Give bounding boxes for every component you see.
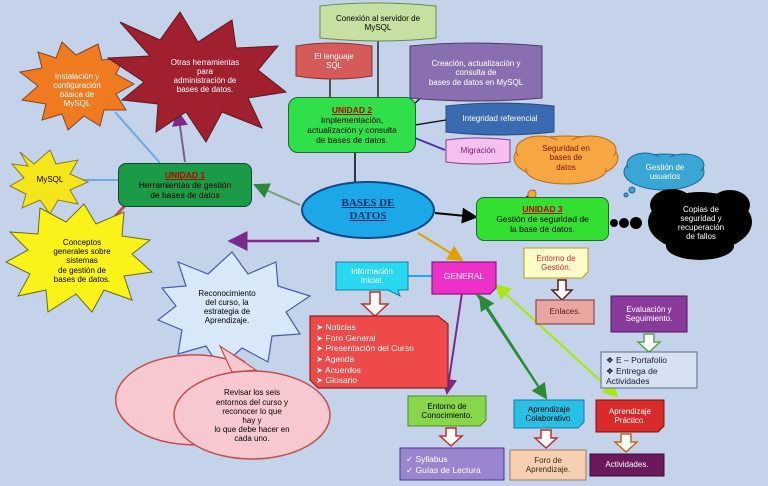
entorno-conocimiento-label: Entorno de Conocimiento. — [421, 401, 473, 420]
eval-list-item: ❖ E – Portafolio — [606, 355, 694, 366]
center-line1: BASES DE — [341, 197, 395, 210]
eval-list: ❖ E – Portafolio❖ Entrega de Actividades — [606, 355, 694, 387]
conceptos-burst — [4, 203, 154, 313]
conoc-list-item: ✓ Guías de Lectura — [406, 465, 502, 476]
info-list-bullet-icon: ➤ — [316, 375, 326, 386]
reconocimiento-burst — [156, 251, 312, 369]
conexion-banner — [319, 2, 437, 42]
gestion-usuarios-label: Gestión de usuarios — [645, 162, 685, 181]
actividades-label: Actividades. — [605, 460, 649, 470]
info-list-item-text: Foro General — [325, 332, 376, 343]
center-line2: DATOS — [349, 210, 387, 222]
eval-list-box — [600, 351, 698, 389]
unidad2-text: Implementación, actualización y consulta… — [307, 114, 397, 146]
info-inicial-label: Información Inicial. — [351, 266, 393, 285]
conceptos-label: Conceptos generales sobre sistemas de ge… — [53, 238, 111, 284]
unidad3-box[interactable]: UNIDAD 3 Gestión de seguridad de la base… — [476, 197, 609, 241]
migracion-label: Migración — [460, 146, 496, 156]
actividades-box — [589, 453, 665, 477]
entorno-gestion-box — [523, 247, 589, 279]
info-list-item: ➤ Noticias — [316, 322, 444, 333]
instalacion-label: Instalación y configuración básica de My… — [53, 71, 101, 109]
unidad2-title: UNIDAD 2 — [331, 104, 373, 115]
info-list-bullet-icon: ➤ — [316, 343, 326, 354]
info-list-bullet-icon: ➤ — [316, 332, 326, 343]
info-list-item: ➤ Acuerdos — [316, 365, 444, 376]
info-list-bullet-icon: ➤ — [316, 322, 326, 332]
foro-aprendizaje-box — [509, 449, 587, 481]
unidad1-box[interactable]: UNIDAD 1 Herramientas de gestión de base… — [118, 163, 252, 207]
conoc-list-item-text: Syllabus — [415, 454, 448, 464]
info-inicial-callout — [335, 261, 409, 297]
info-list-item-text: Glosario — [325, 375, 358, 386]
creacion-banner — [409, 42, 543, 102]
eval-list-item-text: E – Portafolio — [615, 355, 668, 365]
migracion-banner — [445, 137, 511, 165]
center-ellipse — [301, 181, 435, 239]
enlaces-box — [535, 299, 595, 325]
center-label[interactable]: BASES DE DATOS — [318, 192, 418, 228]
aprendizaje-colab-label: Aprendizaje Colaborativo. — [525, 404, 573, 423]
info-list-item: ➤ Foro General — [316, 333, 444, 344]
unidad3-text: Gestión de seguridad de la base de datos… — [496, 213, 589, 234]
info-list-bullet-icon: ➤ — [316, 364, 326, 375]
mysql-burst — [8, 149, 90, 215]
info-list-bullet-icon: ➤ — [316, 353, 326, 364]
info-list-item: ➤ Glosario — [316, 375, 444, 386]
unidad2-box[interactable]: UNIDAD 2 Implementación, actualización y… — [288, 97, 416, 153]
seguridad-label: Seguridad en bases de datos — [542, 144, 590, 172]
info-list-item-text: Agenda — [325, 353, 355, 364]
general-box — [431, 261, 497, 295]
info-list-item: ➤ Agenda — [316, 354, 444, 365]
conoc-list-item: ✓ Syllabus — [406, 454, 502, 465]
reconocimiento-label: Reconocimiento del curso, la estrategia … — [198, 288, 256, 326]
info-list-item: ➤ Presentación del Curso — [316, 343, 444, 354]
info-list-item-text: Presentación del Curso — [325, 343, 414, 354]
evaluacion-label: Evaluación y Seguimiento. — [625, 304, 673, 323]
lenguaje-banner — [295, 42, 373, 80]
unidad1-text: Herramientas de gestión de bases de dato… — [138, 179, 232, 200]
lenguaje-label: El lenguaje SQL — [314, 51, 354, 70]
eval-list-bullet-icon: ❖ — [606, 365, 616, 376]
revisar-label: Revisar los seis entornos del curso y re… — [214, 388, 290, 444]
conoc-list-item-text: Guías de Lectura — [415, 464, 481, 475]
otras-star — [106, 11, 288, 143]
info-list-item-text: Acuerdos — [325, 364, 361, 375]
conexion-label: Conexión al servidor de MySQL — [335, 13, 421, 32]
info-list-item-text: Noticias — [325, 322, 356, 332]
integridad-label: Integridad referencial — [462, 114, 538, 124]
general-label[interactable]: GENERAL — [443, 271, 485, 282]
eval-list-item: ❖ Entrega de Actividades — [606, 366, 694, 387]
copias-label: Copias de seguridad y recuperación de fa… — [677, 204, 725, 242]
mysql-label: MySQL — [36, 175, 64, 185]
eval-list-item-text: Entrega de Actividades — [606, 365, 658, 387]
info-list: ➤ Noticias➤ Foro General➤ Presentación d… — [316, 322, 444, 386]
aprendizaje-practico-box — [595, 399, 665, 433]
aprendizaje-colab-box — [513, 399, 585, 429]
otras-label: Otras herramientas para administración d… — [170, 57, 240, 95]
unidad3-title: UNIDAD 3 — [522, 203, 563, 214]
conoc-list-bullet-icon: ✓ — [406, 464, 416, 475]
aprendizaje-practico-label: Aprendizaje Práctico. — [608, 406, 652, 425]
integridad-banner — [445, 102, 555, 136]
info-list-box — [309, 315, 449, 389]
conoc-list: ✓ Syllabus✓ Guías de Lectura — [406, 454, 502, 475]
enlaces-label: Enlaces. — [549, 307, 581, 317]
conoc-list-bullet-icon: ✓ — [406, 454, 416, 464]
foro-aprendizaje-label: Foro de Aprendizaje. — [525, 455, 571, 474]
eval-list-bullet-icon: ❖ — [606, 355, 616, 365]
creacion-label: Creación, actualización y consulta de ba… — [428, 59, 524, 87]
evaluacion-box — [610, 295, 688, 333]
entorno-conocimiento-box — [407, 395, 487, 427]
unidad1-title: UNIDAD 1 — [164, 169, 206, 180]
copias-cloud — [648, 189, 752, 260]
conoc-list-box — [399, 447, 505, 481]
entorno-gestion-label: Entorno de Gestión. — [536, 253, 576, 272]
